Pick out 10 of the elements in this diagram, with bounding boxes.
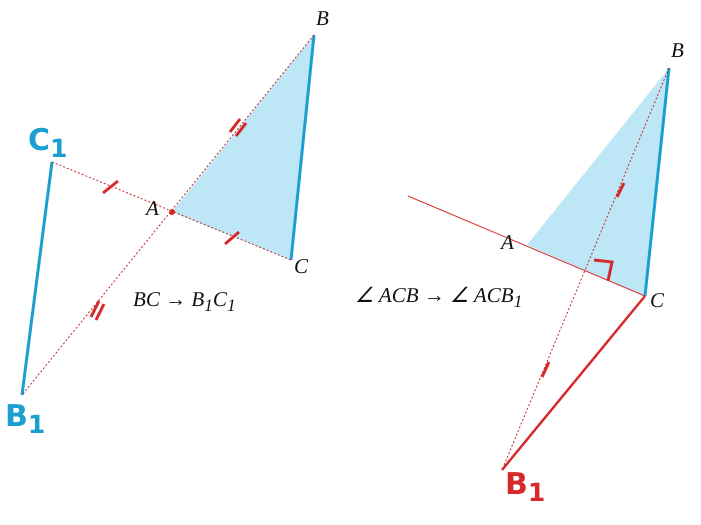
vertex-label: C: [650, 290, 664, 311]
vertex-label: C$_{1}$: [28, 126, 68, 161]
vertex-label: A: [146, 198, 159, 219]
formula-text: BC → B$_{1}$C$_{1}$: [133, 289, 236, 315]
vertex-label: B$_{1}$: [505, 470, 546, 505]
vertex-label: B$_{1}$: [5, 402, 46, 437]
vertex-label: C: [294, 256, 308, 277]
vertex-label: B: [671, 40, 684, 61]
vertex-label: B: [316, 8, 329, 29]
formula-text: ∠ ACB → ∠ ACB$_{1}$: [355, 285, 522, 311]
